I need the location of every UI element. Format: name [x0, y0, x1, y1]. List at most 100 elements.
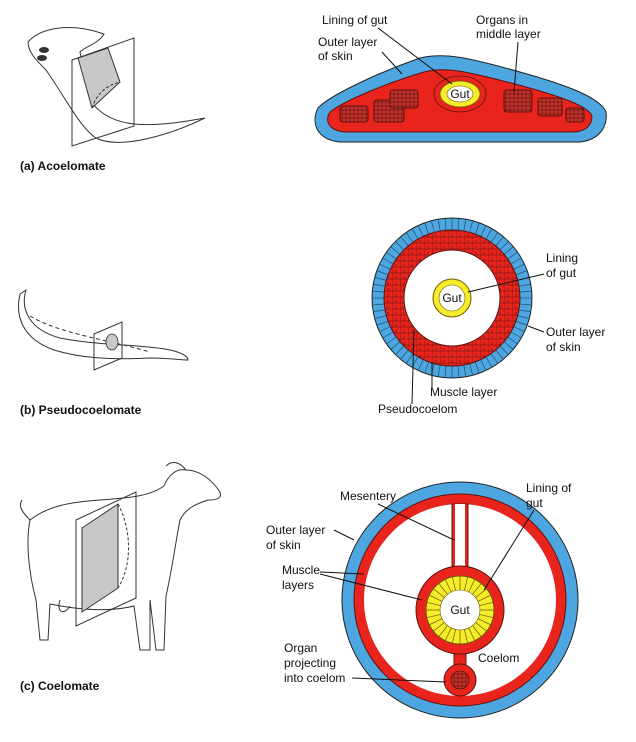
cell-division-line: [426, 614, 441, 618]
cell-division-line: [510, 331, 522, 339]
cell-division-line: [499, 241, 509, 251]
label-muscle-line1: Muscle: [282, 563, 320, 577]
cell-division-line: [444, 218, 447, 231]
cell-division-line: [457, 365, 460, 378]
cell-division-line: [372, 303, 385, 306]
label-outer-line1-c: Outer layer: [266, 523, 325, 537]
cell-division-line: [372, 290, 385, 293]
cell-division-line: [376, 320, 389, 326]
label-organ-line2: projecting: [284, 656, 336, 670]
cell-division-line: [463, 219, 467, 232]
caption-pseudocoelomate: (b) Pseudocoelomate: [20, 403, 142, 417]
section-plane-c: [75, 491, 137, 627]
cell-division-line: [386, 336, 397, 345]
cell-division-line: [430, 220, 435, 233]
cell-division-line: [390, 246, 401, 255]
leader-muscle-2: [319, 573, 423, 601]
cell-division-line: [477, 594, 491, 602]
skin-cell-divisions: [372, 218, 532, 378]
label-organs-line1: Organs in: [476, 13, 528, 27]
cell-division-line: [444, 579, 452, 593]
cell-division-line: [518, 309, 531, 313]
gut-cavity: [438, 284, 466, 312]
label-coelom: Coelom: [478, 651, 519, 665]
cell-division-line: [474, 222, 480, 235]
cell-division-line: [495, 236, 504, 247]
cell-division-line: [507, 251, 518, 260]
cell-division-line: [400, 349, 409, 360]
goat-sketch: [19, 462, 221, 651]
cell-division-line: [424, 361, 430, 374]
leader-mesentery: [377, 503, 455, 541]
cell-division-line: [469, 220, 474, 233]
cell-division-line: [517, 315, 530, 320]
cell-division-line: [390, 341, 401, 350]
label-outer-line2-b: of skin: [546, 340, 581, 354]
cell-division-line: [515, 320, 528, 326]
caption-coelomate: (c) Coelomate: [20, 679, 100, 693]
cell-division-line: [405, 353, 414, 364]
cell-division-line: [444, 365, 447, 378]
cell-division-line: [386, 251, 397, 260]
cell-division-line: [480, 225, 487, 237]
eyespot-left: [39, 47, 49, 53]
cell-division-line: [472, 583, 482, 595]
gut-label: Gut: [450, 603, 470, 617]
roundworm-sketch: [18, 288, 189, 371]
cell-division-line: [463, 364, 467, 377]
leader-skin-c: [333, 529, 355, 541]
cell-division-line: [373, 309, 386, 313]
cell-division-line: [515, 270, 528, 276]
panel-coelomate: Gut Mesentery Lining of gut Outer layer …: [19, 462, 579, 719]
gut-cavity: [446, 85, 474, 103]
cell-division-line: [376, 270, 389, 276]
cell-division-line: [469, 363, 474, 376]
cell-division-line: [510, 257, 522, 265]
cell-division-line: [429, 618, 443, 626]
cell-division-line: [464, 629, 468, 644]
leader-organ: [351, 677, 447, 683]
label-outer-line1-b: Outer layer: [546, 325, 605, 339]
cell-division-line: [452, 629, 456, 644]
acoelomate-cross-section: Gut: [314, 55, 607, 143]
cell-division-line: [438, 583, 448, 595]
cell-division-line: [426, 602, 441, 606]
cell-division-line: [411, 228, 419, 240]
cell-division-line: [485, 228, 493, 240]
cell-division-line: [495, 349, 504, 360]
cell-division-line: [424, 222, 430, 235]
cell-division-line: [382, 257, 394, 265]
panel-acoelomate: Gut Lining of gut Organs in middle layer…: [20, 13, 607, 173]
cell-division-line: [507, 336, 518, 345]
cell-division-line: [444, 627, 452, 641]
eyespot-right: [37, 55, 47, 61]
cell-division-line: [417, 359, 424, 371]
label-lining-line2: of gut: [546, 266, 577, 280]
cell-division-line: [518, 283, 531, 287]
cell-division-line: [382, 331, 394, 339]
label-muscle-line2: layers: [282, 578, 314, 592]
label-mesentery: Mesentery: [340, 489, 396, 503]
cell-division-line: [417, 225, 424, 237]
cell-division-line: [405, 232, 414, 243]
mesentery-gap: [455, 504, 465, 574]
cell-division-line: [472, 625, 482, 637]
cell-division-line: [475, 622, 487, 632]
cell-division-line: [438, 625, 448, 637]
pseudocoelomate-cross-section: Gut: [371, 217, 533, 379]
cell-division-line: [379, 263, 391, 270]
leader-pseudocoelom: [411, 329, 415, 405]
cell-division-line: [457, 218, 460, 231]
cell-division-line: [429, 594, 443, 602]
leader-skin-b: [527, 325, 545, 333]
cell-division-line: [513, 263, 525, 270]
gut-label: Gut: [442, 291, 462, 305]
gut-label: Gut: [450, 87, 470, 101]
label-muscle-layer: Muscle layer: [430, 385, 497, 399]
label-organ-line3: into coelom: [284, 671, 345, 685]
cell-division-line: [437, 364, 441, 377]
label-organ-line1: Organ: [284, 641, 317, 655]
cell-division-line: [374, 276, 387, 281]
cell-division-line: [433, 622, 445, 632]
